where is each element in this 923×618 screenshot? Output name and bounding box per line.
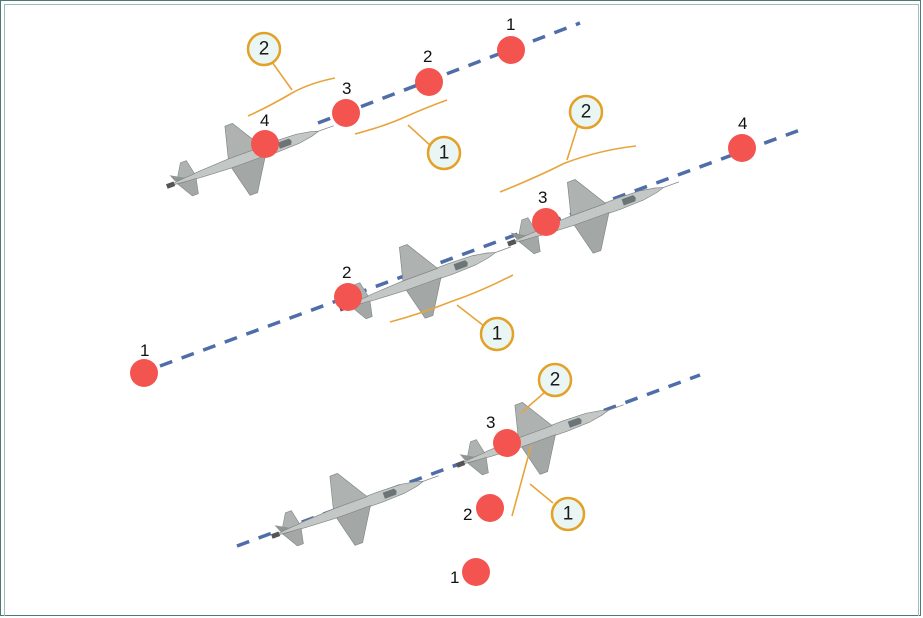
- bracket-2: [247, 77, 336, 117]
- bracket-2: [499, 145, 637, 193]
- point-label: 3: [486, 413, 495, 432]
- position-point: [532, 208, 560, 236]
- position-point: [462, 558, 490, 586]
- position-point: [493, 429, 521, 457]
- callout-circle: [426, 135, 462, 171]
- point-label: 1: [450, 568, 459, 587]
- point-label: 4: [738, 114, 747, 133]
- point-label: 3: [342, 79, 351, 98]
- fighter-jet-icon: [443, 369, 637, 501]
- callout-arrow: [529, 483, 554, 504]
- callout-number: 1: [563, 504, 574, 525]
- flight-path-line: [317, 21, 581, 125]
- callout-circle: [568, 94, 604, 130]
- callout-arrow: [456, 304, 485, 327]
- callout-number: 2: [581, 102, 592, 123]
- point-label: 2: [342, 263, 351, 282]
- bracket-1: [511, 445, 532, 517]
- fighter-jet-icon: [258, 440, 452, 572]
- diagram-frame-inner: [4, 4, 919, 616]
- scene-top: 1 2 3 4 2 1: [153, 15, 581, 222]
- scene-middle: 1 2 3 4 2 1: [130, 94, 801, 387]
- callout-arrow: [520, 391, 546, 414]
- point-label: 4: [260, 111, 269, 130]
- callout-circle: [479, 316, 515, 352]
- callout-arrow: [566, 124, 579, 161]
- position-point: [497, 36, 525, 64]
- callout-circle: [550, 496, 586, 532]
- scene-bottom: 1 2 3 2 1: [236, 362, 701, 587]
- callout-number: 1: [492, 324, 503, 345]
- position-point: [130, 359, 158, 387]
- position-point: [415, 68, 443, 96]
- callout-number: 2: [259, 39, 270, 60]
- callout-arrow: [407, 124, 433, 148]
- position-point: [476, 494, 504, 522]
- callout-number: 2: [550, 370, 561, 391]
- point-label: 2: [423, 47, 432, 66]
- point-label: 3: [538, 188, 547, 207]
- bracket-1: [389, 274, 514, 323]
- bracket-1: [354, 99, 448, 135]
- position-point: [728, 134, 756, 162]
- fighter-jet-icon: [153, 90, 347, 222]
- position-point: [251, 130, 279, 158]
- point-label: 2: [463, 505, 472, 524]
- position-point: [332, 99, 360, 127]
- point-label: 1: [506, 15, 515, 34]
- callout-circle: [537, 362, 573, 398]
- fighter-jet-icon: [494, 146, 693, 281]
- callout-arrow: [271, 61, 293, 91]
- point-label: 1: [140, 341, 149, 360]
- callout-circle: [246, 31, 282, 67]
- position-point: [334, 283, 362, 311]
- callout-number: 1: [439, 143, 450, 164]
